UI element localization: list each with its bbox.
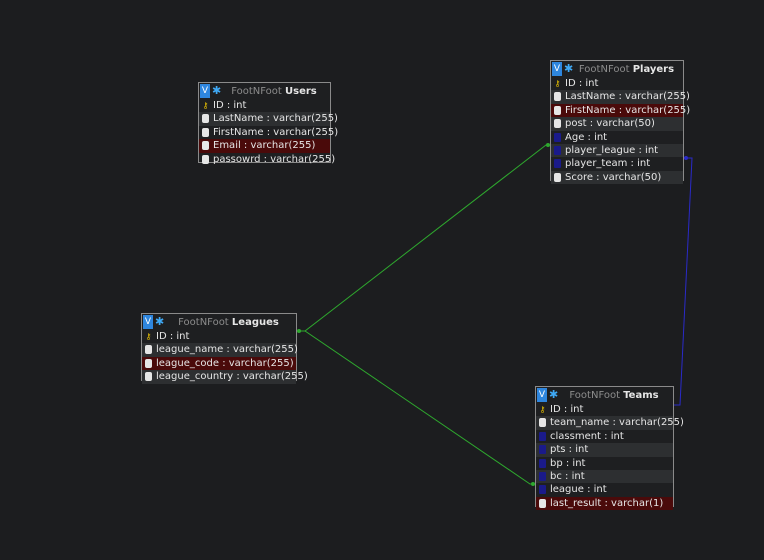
numeric-field-icon — [539, 431, 546, 441]
text-field-icon — [202, 154, 209, 164]
gear-icon[interactable]: ✱ — [155, 315, 165, 328]
table-teams-header[interactable]: V ✱ FootNFoot Teams — [536, 387, 673, 403]
field-row[interactable]: Email : varchar(255) — [199, 139, 330, 153]
table-users-header[interactable]: V ✱ FootNFoot Users — [199, 83, 330, 99]
view-toggle-button[interactable]: V — [537, 388, 547, 402]
table-title: FootNFoot Players — [578, 63, 675, 75]
field-row[interactable]: Score : varchar(50) — [551, 170, 683, 185]
numeric-field-icon — [539, 458, 546, 468]
field-row[interactable]: last_result : varchar(1) — [536, 496, 673, 511]
field-row[interactable]: ⚷ID : int — [202, 100, 247, 111]
key-icon: ⚷ — [539, 405, 546, 414]
table-title: FootNFoot Leagues — [178, 316, 279, 328]
field-row[interactable]: post : varchar(50) — [551, 117, 683, 131]
link-leagues-players-start — [297, 329, 301, 333]
text-field-icon — [539, 418, 546, 428]
text-field-icon — [539, 498, 546, 508]
field-row[interactable]: ⚷ID : int — [145, 331, 190, 342]
table-teams[interactable]: V ✱ FootNFoot Teams ⚷ID : int team_name … — [535, 386, 684, 511]
field-row[interactable]: ⚷ID : int — [539, 404, 584, 415]
field-row[interactable]: LastName : varchar(255) — [199, 112, 338, 126]
key-icon: ⚷ — [554, 79, 561, 88]
text-field-icon — [554, 119, 561, 129]
field-row[interactable]: league_country : varchar(255) — [142, 370, 308, 384]
field-row[interactable]: league_code : varchar(255) — [142, 356, 296, 371]
numeric-field-icon — [554, 132, 561, 142]
table-users[interactable]: V ✱ FootNFoot Users ⚷ID : int LastName :… — [198, 82, 338, 166]
view-toggle-button[interactable]: V — [143, 315, 153, 329]
table-leagues-header[interactable]: V ✱ FootNFoot Leagues — [142, 314, 296, 330]
field-row[interactable]: classment : int — [536, 430, 673, 443]
field-row[interactable]: bc : int — [536, 469, 673, 484]
text-field-icon — [554, 105, 561, 115]
field-row[interactable]: team_name : varchar(255) — [536, 416, 684, 430]
field-row[interactable]: league_name : varchar(255) — [142, 343, 298, 357]
text-field-icon — [202, 141, 209, 151]
table-players[interactable]: V ✱ FootNFoot Players ⚷ID : int LastName… — [550, 60, 690, 185]
numeric-field-icon — [554, 145, 561, 155]
field-row[interactable]: LastName : varchar(255) — [551, 90, 690, 104]
field-row[interactable]: bp : int — [536, 457, 673, 470]
text-field-icon — [554, 92, 561, 102]
field-row[interactable]: pts : int — [536, 443, 673, 457]
table-title: FootNFoot Users — [231, 85, 317, 97]
text-field-icon — [202, 114, 209, 124]
link-teams-players[interactable] — [674, 157, 693, 406]
text-field-icon — [145, 345, 152, 355]
gear-icon[interactable]: ✱ — [564, 62, 574, 75]
gear-icon[interactable]: ✱ — [549, 388, 559, 401]
text-field-icon — [554, 172, 561, 182]
field-row[interactable]: Age : int — [551, 131, 683, 144]
link-leagues-players[interactable] — [297, 144, 551, 332]
table-title: FootNFoot Teams — [569, 389, 659, 401]
view-toggle-button[interactable]: V — [552, 62, 562, 76]
text-field-icon — [145, 372, 152, 382]
key-icon: ⚷ — [145, 332, 152, 341]
numeric-field-icon — [539, 485, 546, 495]
field-row[interactable]: FirstName : varchar(255) — [199, 126, 338, 139]
field-row[interactable]: ⚷ID : int — [554, 78, 599, 89]
text-field-icon — [145, 358, 152, 368]
field-row[interactable]: player_team : int — [551, 157, 683, 170]
text-field-icon — [202, 127, 209, 137]
table-leagues[interactable]: V ✱ FootNFoot Leagues ⚷ID : int league_n… — [141, 313, 308, 384]
numeric-field-icon — [539, 445, 546, 455]
link-leagues-teams[interactable] — [297, 330, 535, 485]
key-icon: ⚷ — [202, 101, 209, 110]
field-row[interactable]: FirstName : varchar(255) — [551, 103, 690, 118]
field-row[interactable]: league : int — [536, 483, 673, 496]
view-toggle-button[interactable]: V — [200, 84, 210, 98]
field-row[interactable]: player_league : int — [551, 143, 683, 158]
gear-icon[interactable]: ✱ — [212, 84, 222, 97]
table-players-header[interactable]: V ✱ FootNFoot Players — [551, 61, 683, 77]
numeric-field-icon — [554, 159, 561, 169]
numeric-field-icon — [539, 471, 546, 481]
link-teams-players-end — [684, 156, 688, 160]
field-row[interactable]: passowrd : varchar(255) — [199, 153, 335, 166]
